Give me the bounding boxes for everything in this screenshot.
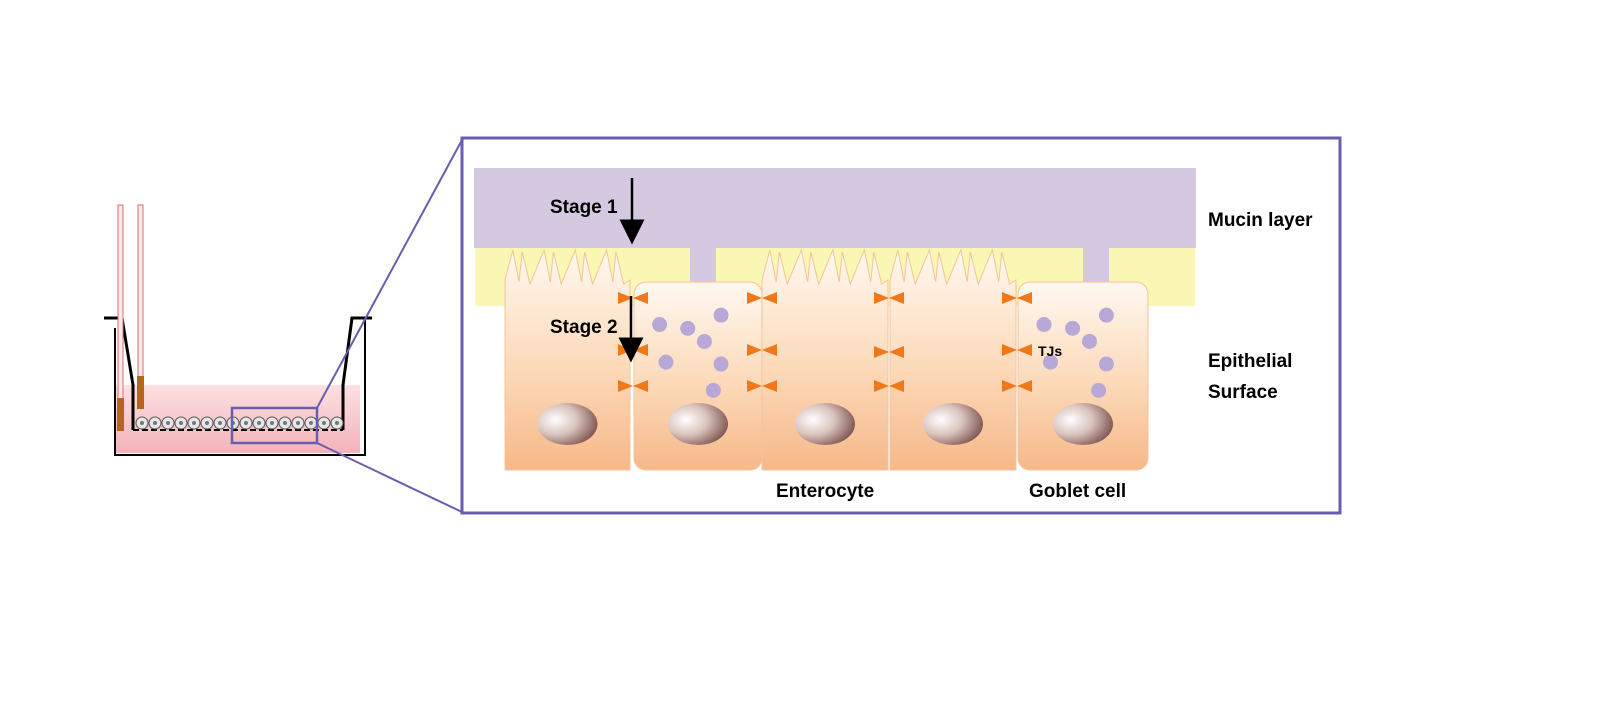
mucin-granule <box>1098 356 1114 372</box>
monolayer-nucleus <box>257 421 261 425</box>
monolayer-nucleus <box>153 421 157 425</box>
well-outline <box>114 318 366 456</box>
mucin-granule <box>652 317 668 333</box>
monolayer-nucleus <box>309 421 313 425</box>
goblet-cell <box>1017 281 1149 471</box>
goblet-cell <box>633 281 763 471</box>
tight-junction <box>874 346 904 358</box>
tight-junction <box>747 292 777 304</box>
nucleus <box>795 403 855 445</box>
tight-junction <box>747 344 777 356</box>
stage1-label: Stage 1 <box>550 197 618 218</box>
tight-junction <box>747 380 777 392</box>
tight-junction <box>618 380 648 392</box>
nucleus <box>1053 403 1113 445</box>
monolayer-nucleus <box>244 421 248 425</box>
monolayer-nucleus <box>322 421 326 425</box>
enterocyte-cell <box>504 248 631 471</box>
cell-monolayer <box>135 416 344 430</box>
stage2-label: Stage 2 <box>550 317 618 338</box>
zoom-box <box>230 406 319 445</box>
cell-layer <box>504 248 1149 471</box>
monolayer-nucleus <box>140 421 144 425</box>
epithelial-label: Epithelial <box>1208 351 1293 372</box>
monolayer-nucleus <box>166 421 170 425</box>
nucleus <box>537 403 598 445</box>
tight-junction <box>1002 380 1032 392</box>
mucin-granule <box>1091 382 1107 398</box>
monolayer-nucleus <box>192 421 196 425</box>
mucin-granule <box>705 382 721 398</box>
tight-junction <box>1002 292 1032 304</box>
electrode-right <box>137 204 144 409</box>
mucin-granule <box>696 333 712 349</box>
tight-junction <box>618 292 648 304</box>
zoom-line-bottom <box>316 442 463 513</box>
insert-wall-left <box>104 316 135 430</box>
tight-junction <box>1002 344 1032 356</box>
mucin-granule <box>1043 354 1058 370</box>
mucin-layer <box>474 168 1196 248</box>
monolayer-nucleus <box>205 421 209 425</box>
monolayer-nucleus <box>296 421 300 425</box>
transwell-insert <box>104 204 372 456</box>
mucin-channel-1 <box>690 246 716 286</box>
cell-body <box>1017 281 1149 471</box>
monolayer-nucleus <box>283 421 287 425</box>
monolayer-nucleus <box>270 421 274 425</box>
mucin-granule <box>1082 333 1097 349</box>
electrode-left <box>117 204 124 431</box>
tight-junction <box>874 380 904 392</box>
mucin-granule <box>1036 317 1052 333</box>
mucin-granule <box>1065 320 1081 336</box>
enterocyte-label: Enterocyte <box>776 481 875 502</box>
mucin-granule <box>713 356 729 372</box>
cell-body <box>761 248 889 471</box>
mucin-granule <box>680 320 696 336</box>
mucin-granule <box>713 307 729 323</box>
mucin-granule <box>658 354 674 370</box>
mucin-granule <box>1098 307 1114 323</box>
monolayer-nucleus <box>218 421 222 425</box>
tight-junction <box>874 292 904 304</box>
mucin-layer-label: Mucin layer <box>1208 210 1313 231</box>
cell-body <box>504 248 631 471</box>
enterocyte-cell <box>889 248 1017 471</box>
monolayer-nucleus <box>179 421 183 425</box>
nucleus <box>668 403 728 445</box>
enterocyte-cell <box>761 248 889 471</box>
surface-label: Surface <box>1208 382 1278 403</box>
nucleus <box>923 403 983 445</box>
cell-body <box>889 248 1017 471</box>
goblet-cell-label: Goblet cell <box>1029 481 1127 502</box>
zoom-line-top <box>316 139 463 409</box>
mucin-channel-2 <box>1083 246 1109 286</box>
monolayer-nucleus <box>335 421 339 425</box>
tjs-label: TJs <box>1038 343 1063 359</box>
